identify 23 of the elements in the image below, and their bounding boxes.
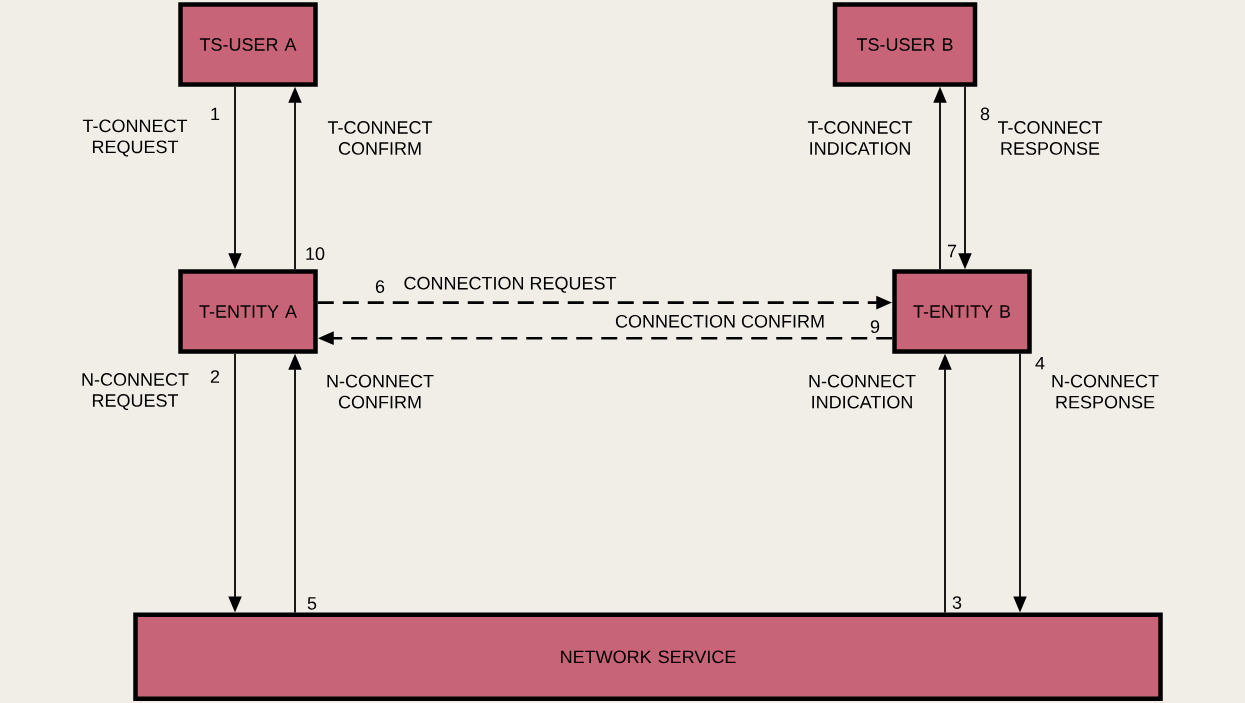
- entity-box: TS-USER B: [832, 2, 978, 87]
- network-box: NETWORK SERVICE: [133, 612, 1163, 702]
- step-number: 4: [1035, 356, 1045, 370]
- step-number: 10: [306, 247, 325, 260]
- step-number: 3: [952, 596, 962, 609]
- edge-label: N-CONNECT RESPONSE: [1045, 373, 1165, 410]
- edge-label: N-CONNECT INDICATION: [802, 373, 922, 410]
- edge-label: T-CONNECT RESPONSE: [990, 120, 1110, 156]
- edge-label: T-CONNECT INDICATION: [800, 120, 920, 156]
- step-number: 8: [980, 107, 990, 121]
- step-number: 6: [375, 280, 385, 293]
- step-number: 7: [947, 244, 957, 258]
- step-number: 1: [211, 107, 220, 121]
- edge-label: N-CONNECT REQUEST: [75, 372, 195, 412]
- step-number: 2: [210, 370, 220, 383]
- edge-label: T-CONNECT REQUEST: [75, 118, 195, 158]
- edge-label: N-CONNECT CONFIRM: [320, 373, 440, 410]
- entity-box: T-ENTITY B: [892, 269, 1032, 354]
- entity-box: TS-USER A: [178, 2, 318, 87]
- step-number: 5: [307, 597, 317, 610]
- step-number: 9: [870, 320, 880, 333]
- entity-box: T-ENTITY A: [178, 269, 318, 354]
- edge-label: T-CONNECT CONFIRM: [320, 120, 440, 156]
